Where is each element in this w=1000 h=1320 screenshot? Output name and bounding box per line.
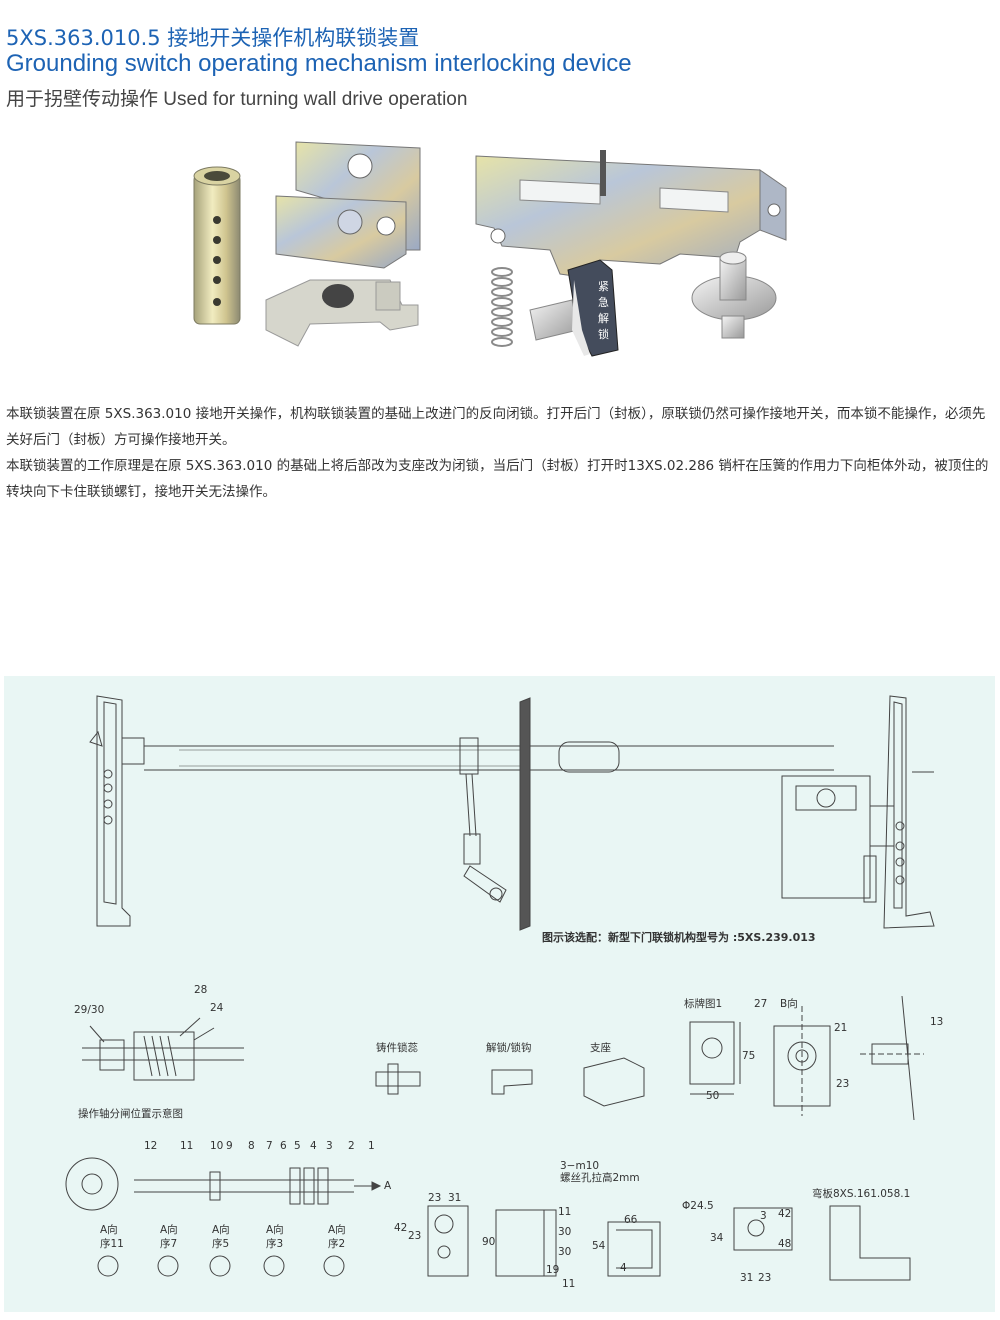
shaft-caption: 操作轴分闸位置示意图 — [78, 1108, 183, 1120]
label-6: 6 — [280, 1140, 287, 1152]
description-paragraph: 本联锁装置在原 5XS.363.010 接地开关操作，机构联锁装置的基础上改进门… — [6, 406, 986, 448]
label-2: 2 — [348, 1140, 355, 1152]
dim-phi-24-5: Φ24.5 — [682, 1200, 714, 1212]
label-10: 10 — [210, 1140, 224, 1152]
label-5: 5 — [294, 1140, 301, 1152]
label-21: 21 — [834, 1022, 848, 1034]
description: 本联锁装置在原 5XS.363.010 接地开关操作，机构联锁装置的基础上改进门… — [6, 401, 996, 505]
page-title-en: Grounding switch operating mechanism int… — [6, 50, 632, 77]
label-arrow-a: A — [384, 1180, 392, 1192]
dim-42: 42 — [394, 1222, 408, 1234]
dim-4: 4 — [620, 1262, 627, 1274]
dim-66: 66 — [624, 1214, 638, 1226]
dim-3: 3 — [760, 1210, 767, 1222]
dim-19: 19 — [546, 1264, 560, 1276]
dim-90: 90 — [482, 1236, 496, 1248]
label-seq: 序7 — [160, 1238, 178, 1250]
plastic-lock-part — [265, 279, 419, 347]
label-24: 24 — [210, 1002, 224, 1014]
dim-54: 54 — [592, 1240, 606, 1252]
label-27: 27 — [754, 998, 768, 1010]
dim-11: 11 — [558, 1206, 572, 1218]
dim-75: 75 — [742, 1050, 756, 1062]
label-a-view: A向 — [212, 1224, 230, 1236]
label-bend-plate: 弯板8XS.161.058.1 — [812, 1188, 911, 1200]
label-1: 1 — [368, 1140, 375, 1152]
label-29-30: 29/30 — [74, 1004, 105, 1016]
dim-31: 31 — [740, 1272, 754, 1284]
spring-part — [491, 267, 513, 347]
label-7: 7 — [266, 1140, 273, 1152]
label-8: 8 — [248, 1140, 255, 1152]
label-seq: 序5 — [212, 1238, 230, 1250]
label-seq: 序11 — [100, 1238, 124, 1250]
product-photo: 紧 急 解 锁 — [193, 141, 787, 357]
dim-30: 30 — [558, 1226, 572, 1238]
description-paragraph: 本联锁装置的工作原理是在原 5XS.363.010 的基础上将后部改为支座改为闭… — [6, 458, 989, 500]
dim-11: 11 — [562, 1278, 576, 1290]
sleeve-part — [193, 166, 241, 325]
handle-char: 锁 — [598, 327, 609, 341]
handle-char: 解 — [598, 311, 609, 325]
bracket-part — [275, 141, 421, 269]
label-13: 13 — [930, 1016, 944, 1028]
dim-34: 34 — [710, 1232, 724, 1244]
label-a-view: A向 — [160, 1224, 178, 1236]
label-3-m10: 3−m10 — [560, 1160, 600, 1172]
label-thread-note: 螺丝孔拉高2mm — [560, 1172, 640, 1184]
dim-30: 30 — [558, 1246, 572, 1258]
label-seq: 序2 — [328, 1238, 346, 1250]
dim-48: 48 — [778, 1238, 792, 1250]
page-title-cn: 5XS.363.010.5 接地开关操作机构联锁装置 — [6, 26, 420, 50]
drawing-lines — [65, 695, 935, 1281]
technical-drawing: 图示该选配：新型下门联锁机构型号为 :5XS.239.013 29/30 28 … — [4, 676, 995, 1312]
lock-knob-part — [691, 251, 777, 339]
label-sign-plate: 标牌图1 — [684, 998, 723, 1010]
dim-23: 23 — [428, 1192, 442, 1204]
handle-char: 紧 — [598, 280, 609, 293]
label-a-view: A向 — [100, 1224, 118, 1236]
dim-50: 50 — [706, 1090, 720, 1102]
drawing-note: 图示该选配：新型下门联锁机构型号为 :5XS.239.013 — [542, 931, 816, 944]
label-support: 支座 — [590, 1042, 611, 1054]
dim-31: 31 — [448, 1192, 462, 1204]
label-unlock-hook: 解锁/锁钩 — [486, 1042, 532, 1054]
label-23: 23 — [836, 1078, 850, 1090]
label-a-view: A向 — [266, 1224, 284, 1236]
emergency-release-handle-part: 紧 急 解 锁 — [529, 259, 619, 357]
label-4: 4 — [310, 1140, 317, 1152]
handle-char: 急 — [598, 295, 609, 309]
label-b-view: B向 — [780, 998, 798, 1010]
label-11: 11 — [180, 1140, 194, 1152]
label-3: 3 — [326, 1140, 333, 1152]
label-cast-lock-core: 铸件锁蕊 — [376, 1042, 418, 1054]
label-a-view: A向 — [328, 1224, 346, 1236]
dim-23: 23 — [408, 1230, 422, 1242]
label-seq: 序3 — [266, 1238, 284, 1250]
dim-42: 42 — [778, 1208, 792, 1220]
interlock-plate-part — [475, 150, 787, 279]
dim-23: 23 — [758, 1272, 772, 1284]
page-subtitle: 用于拐壁传动操作 Used for turning wall drive ope… — [6, 89, 468, 110]
label-9: 9 — [226, 1140, 233, 1152]
label-12: 12 — [144, 1140, 158, 1152]
label-28: 28 — [194, 984, 208, 996]
